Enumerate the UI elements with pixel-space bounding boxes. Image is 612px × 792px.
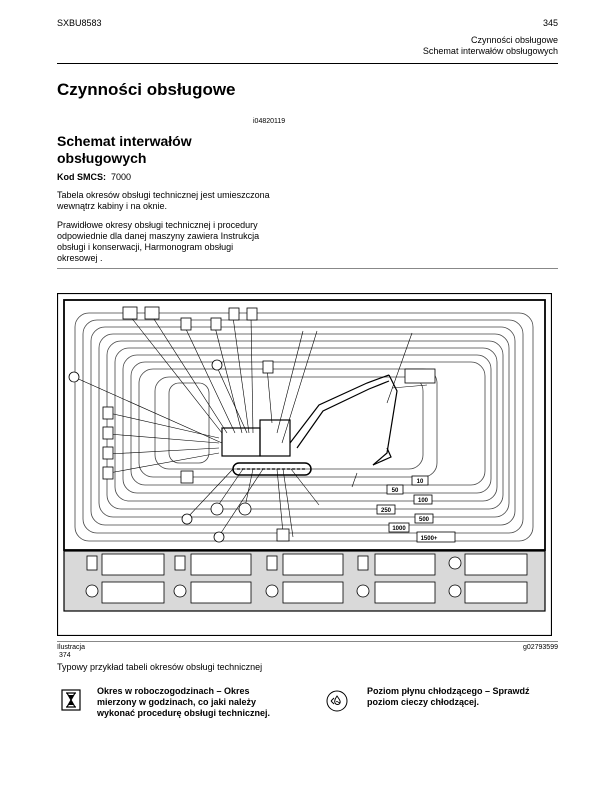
interval-label: 10 [417,479,424,485]
coolant-level-icon [326,690,348,717]
checklist-panel [85,553,528,604]
header-section: Czynności obsługowe [470,35,558,45]
legend-line: wykonać procedurę obsługi technicznej. [97,708,271,718]
interval-label-boxes [376,475,456,543]
smcs-label: Kod SMCS: [57,172,106,182]
header-rule [57,63,558,64]
paragraph-2-line: obsługi i konserwacji, Harmonogram obsłu… [57,242,234,252]
pointer-lines [73,315,428,538]
page-number: 345 [542,18,558,28]
illustration-number: 374 [59,652,71,659]
paragraph-1-line: Tabela okresów obsługi technicznej jest … [57,190,270,200]
maintenance-chart-figure: 10 50 100 250 500 1000 1500+ [56,292,553,637]
interval-label: 50 [392,488,399,494]
paragraph-2: Prawidłowe okresy obsługi technicznej i … [57,220,259,264]
legend-hour-interval: Okres w roboczogodzinach – Okres mierzon… [97,686,270,719]
page-title: Czynności obsługowe [57,80,236,99]
interval-label: 500 [419,517,430,523]
header-subsection: Schemat interwałów obsługowych [422,46,558,56]
interval-labels: 10 50 100 250 500 1000 1500+ [381,479,438,542]
paragraph-2-line: odpowiednie dla danej maszyny zawiera In… [57,231,260,241]
paragraph-2-line: Prawidłowe okresy obsługi technicznej i … [57,220,258,230]
figure-caption: Typowy przykład tabeli okresów obsługi t… [57,662,263,672]
section-rule [57,268,558,269]
paragraph-2-line: okresowej . [57,253,103,263]
legend-coolant-level: Poziom płynu chłodzącego – Sprawdź pozio… [367,686,530,708]
graphic-id: g02793599 [522,644,558,651]
section-title-line1: Schemat interwałów [57,133,192,149]
illustration-label: Ilustracja [57,644,86,651]
component-icons [68,306,436,543]
paragraph-1: Tabela okresów obsługi technicznej jest … [57,190,270,212]
hourglass-icon [61,689,81,716]
smcs-value: 7000 [111,172,132,182]
legend-line: Poziom płynu chłodzącego – Sprawdź [367,686,530,696]
caption-rule [57,641,558,642]
paragraph-1-line: wewnątrz kabiny i na oknie. [57,201,168,211]
doc-code: SXBU8583 [57,18,102,28]
interval-label: 100 [418,498,429,504]
maintenance-chart-graphic: 10 50 100 250 500 1000 1500+ [56,292,553,637]
interval-label: 250 [381,508,392,514]
legend-line: Okres w roboczogodzinach – Okres [97,686,250,696]
legend-line: poziom cieczy chłodzącej. [367,697,480,707]
smcs-code: Kod SMCS: 7000 [57,172,131,183]
interval-label: 1000 [392,526,406,532]
legend-line: mierzony w godzinach, co jaki należy [97,697,257,707]
section-title-line2: obsługowych [57,150,147,166]
ref-id: i04820119 [253,118,286,125]
excavator-outline [221,374,398,476]
interval-label: 1500+ [421,536,438,542]
